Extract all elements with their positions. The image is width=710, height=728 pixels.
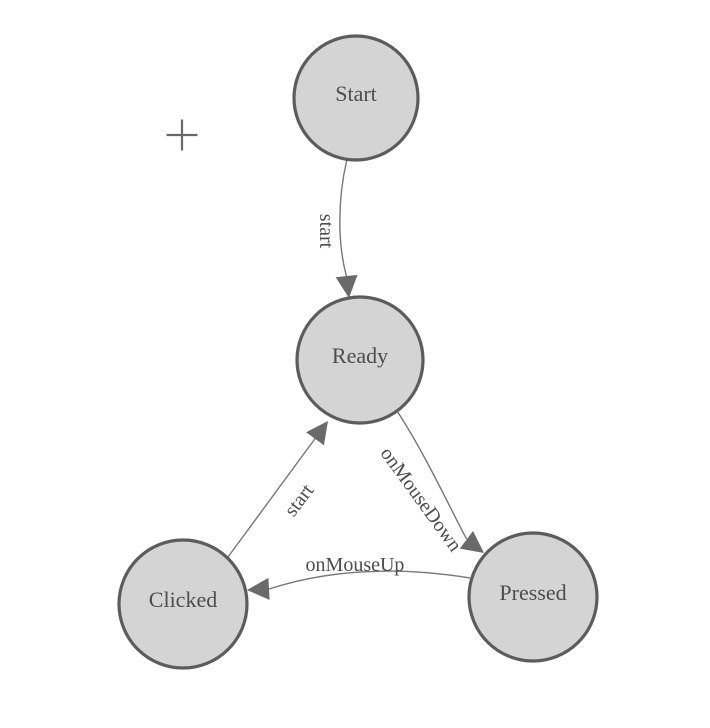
state-circle[interactable]	[292, 34, 420, 162]
crosshair-icon	[166, 119, 198, 151]
arrowhead-icon	[247, 577, 270, 600]
transition-edge-start-to-ready[interactable]: start	[315, 158, 358, 298]
edge-line[interactable]	[227, 437, 317, 558]
state-node-pressed[interactable]: Pressed	[467, 531, 599, 663]
state-node-start[interactable]: Start	[292, 34, 420, 162]
state-circle[interactable]	[117, 538, 249, 670]
edge-line[interactable]	[396, 410, 468, 540]
edge-line[interactable]	[268, 570, 471, 590]
state-label: Pressed	[499, 580, 566, 605]
state-node-clicked[interactable]: Clicked	[117, 538, 249, 670]
arrowhead-icon	[335, 274, 358, 298]
arrowhead-icon	[459, 531, 484, 553]
edge-label: onMouseUp	[306, 554, 405, 576]
state-node-ready[interactable]: Ready	[295, 295, 425, 425]
state-label: Ready	[332, 343, 388, 368]
transition-edge-pressed-to-clicked[interactable]: onMouseUp	[247, 554, 471, 600]
state-circle[interactable]	[467, 531, 599, 663]
edge-label: onMouseDown	[376, 443, 466, 556]
state-circle[interactable]	[295, 295, 425, 425]
edge-line[interactable]	[339, 158, 348, 277]
transition-edge-ready-to-pressed[interactable]: onMouseDown	[376, 410, 484, 556]
transition-edge-clicked-to-ready[interactable]: start	[227, 421, 328, 558]
state-label: Clicked	[149, 587, 217, 612]
arrowhead-icon	[306, 421, 328, 446]
edge-label: start	[315, 214, 337, 249]
edge-label: start	[280, 480, 319, 521]
state-label: Start	[335, 81, 377, 106]
